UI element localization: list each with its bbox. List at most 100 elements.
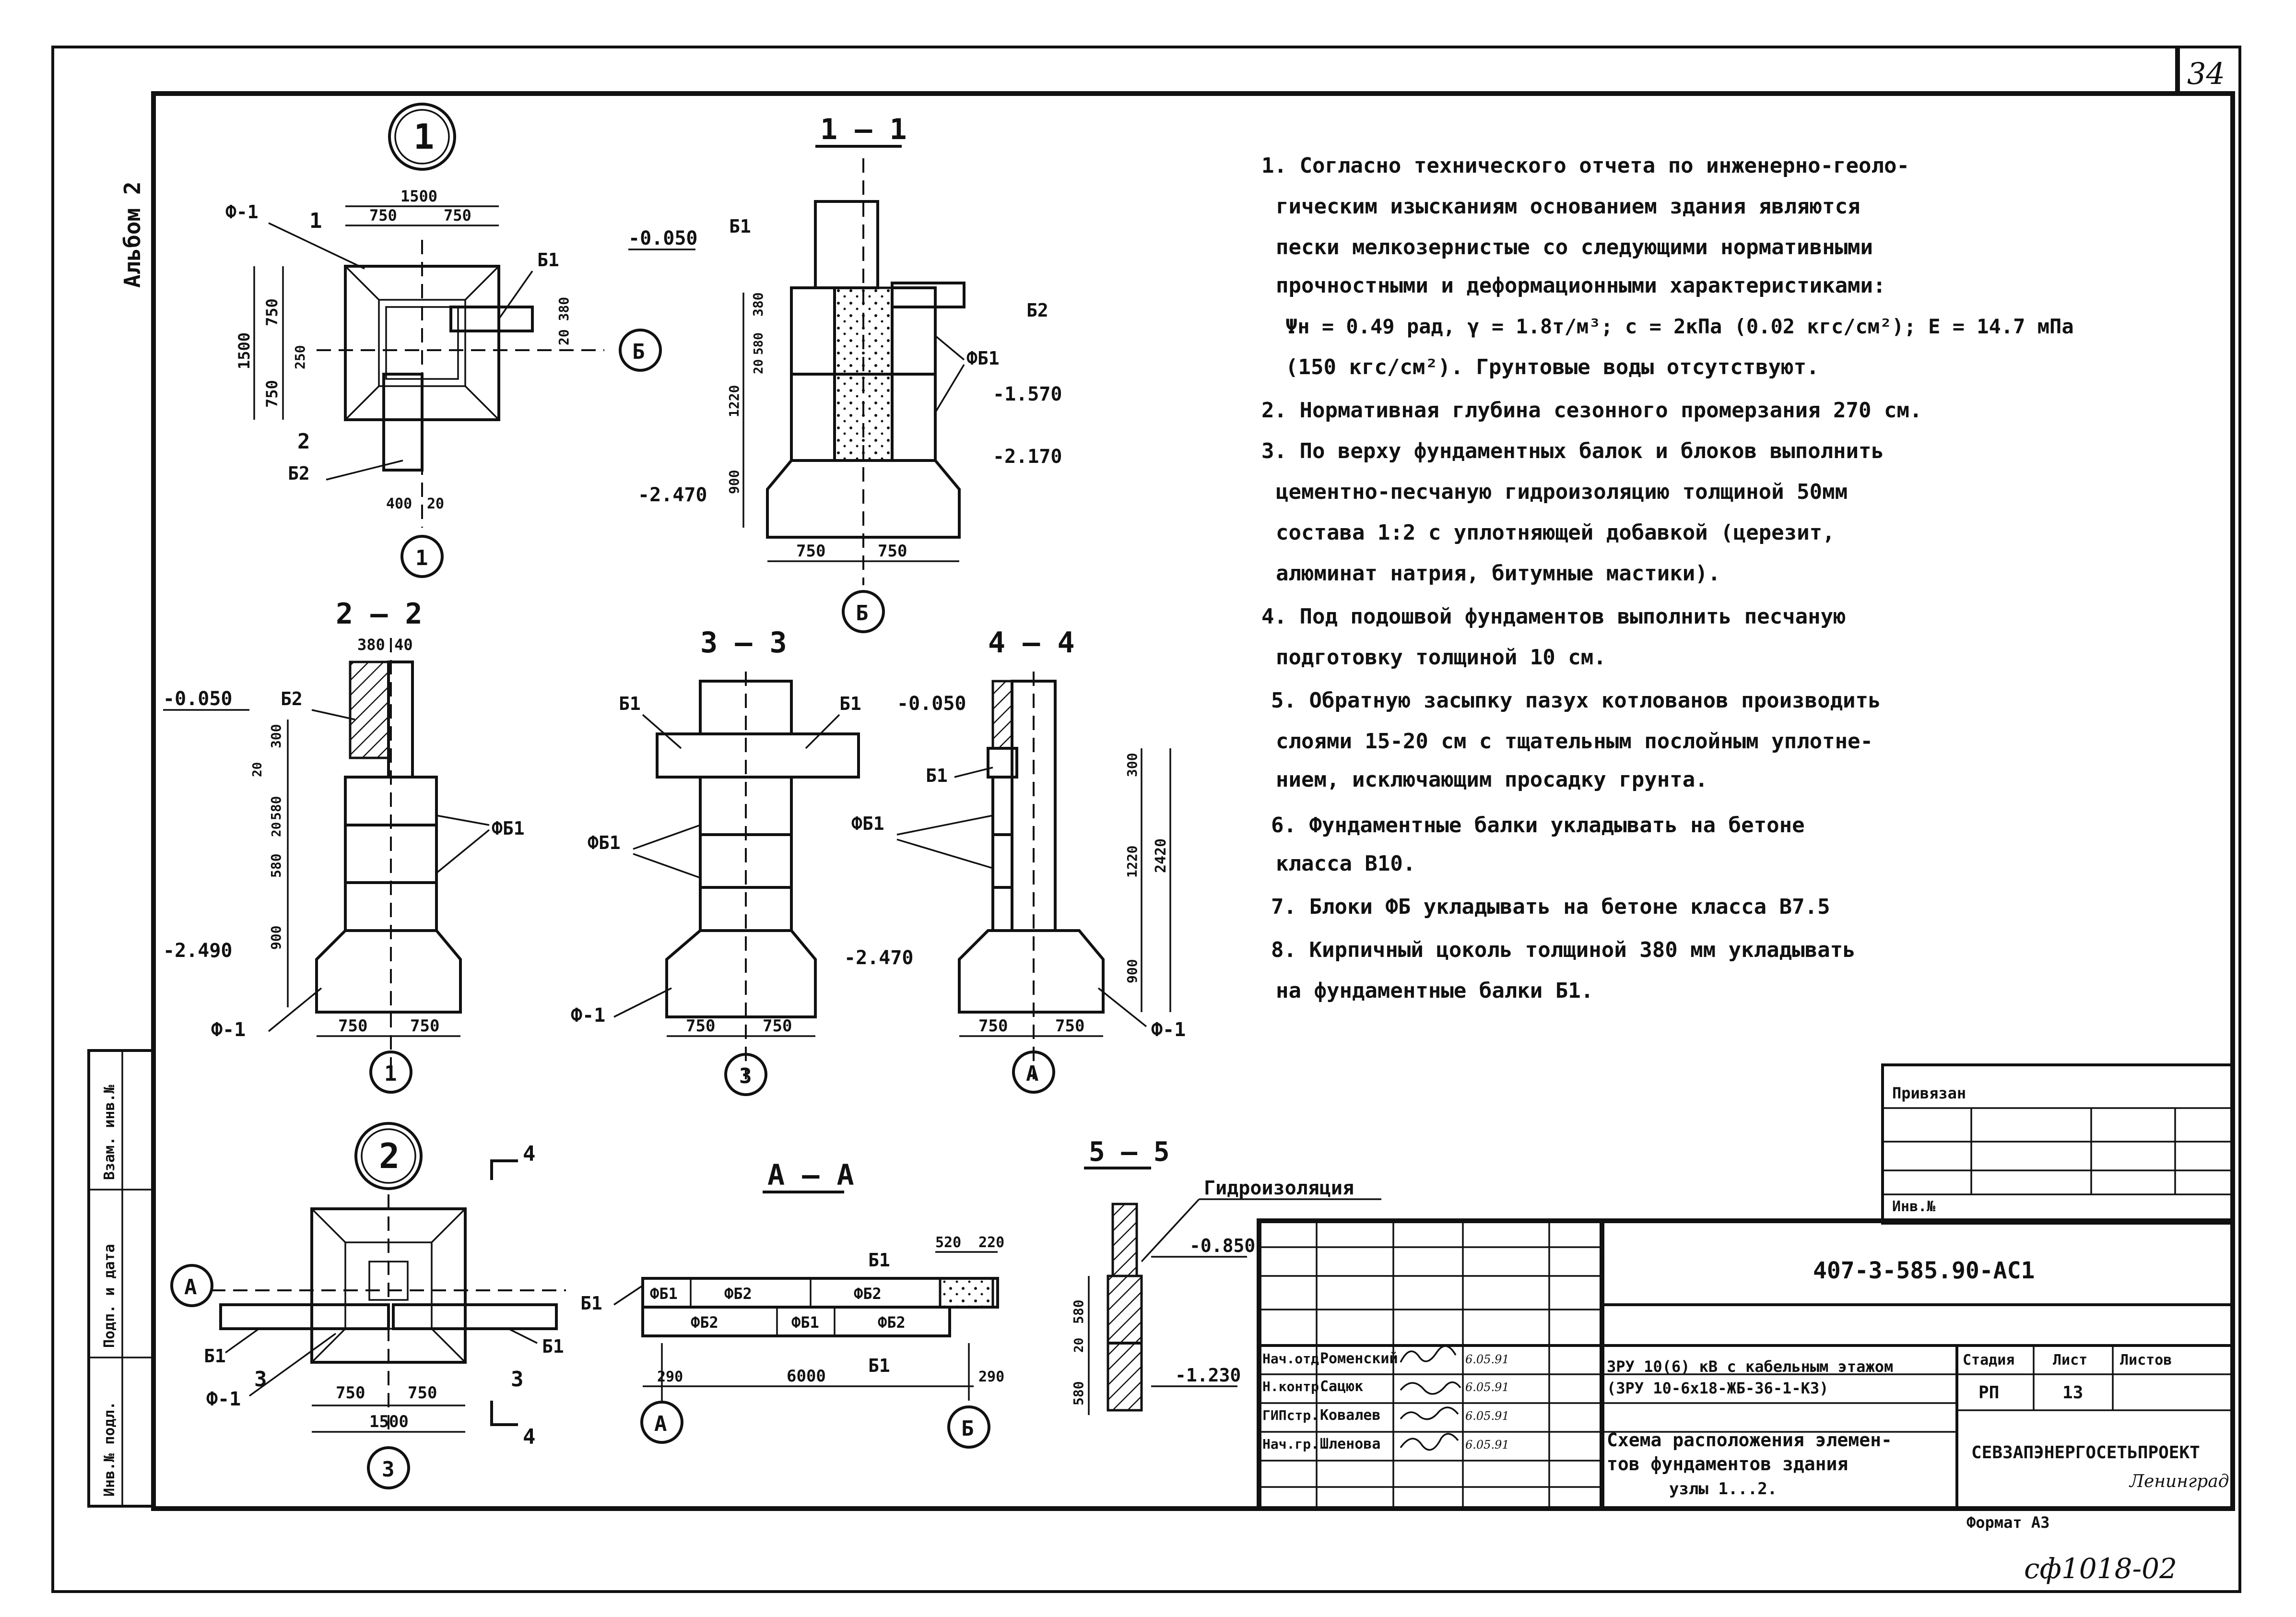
sec33-lvl: -2.470	[844, 947, 914, 969]
sec44-axis: А	[1026, 1062, 1039, 1086]
sec44-title: 4 — 4	[988, 626, 1075, 660]
page-number: 34	[2187, 56, 2225, 91]
note-line-7: 3. По верху фундаментных балок и блоков …	[1261, 439, 1884, 463]
plan-node-1: 1 1500 750 750 1500 750 750 250 20 380 4…	[225, 103, 662, 578]
secaa-fb1a: ФБ1	[650, 1285, 678, 1303]
sec11-d20: 20	[752, 359, 766, 374]
tb-title-3: узлы 1...2.	[1669, 1479, 1777, 1499]
sec44-f1: Ф-1	[1151, 1019, 1186, 1041]
node-1-marker: 1	[413, 117, 434, 157]
plan1-label-f1: Ф-1	[225, 201, 259, 223]
note-line-5: (150 кгс/см²). Грунтовые воды отсутствую…	[1285, 355, 1819, 379]
sec22-d20a: 20	[250, 762, 265, 777]
sec55-d580b: 580	[1071, 1381, 1086, 1405]
note-line-14: слоями 15-20 см с тщательным послойным у…	[1276, 729, 1873, 754]
sec22-fb1: ФБ1	[492, 818, 525, 839]
plan2-b1a: Б1	[204, 1346, 226, 1367]
sec44-d750b: 750	[1055, 1016, 1084, 1036]
plan1-axis-b: Б	[632, 340, 645, 364]
tb-title-1: Схема расположения элемен-	[1607, 1429, 1892, 1451]
note-line-4: Ψн = 0.49 рад, γ = 1.8т/м³; c = 2кПа (0.…	[1285, 315, 2074, 338]
secaa-b1top: Б1	[868, 1250, 890, 1271]
sec44-d900: 900	[1124, 959, 1140, 983]
handwritten-code: сф1018-02	[2024, 1552, 2177, 1585]
sec22-lvl1: -0.050	[163, 688, 233, 710]
plan2-cut4b: 4	[523, 1425, 536, 1449]
tb-privyazan: Привязан	[1892, 1084, 1966, 1102]
sec33-fb1: ФБ1	[588, 832, 621, 853]
node-2-marker: 2	[379, 1136, 400, 1176]
sec11-lvl4: -2.470	[638, 484, 707, 506]
note-line-19: 8. Кирпичный цоколь толщиной 380 мм укла…	[1271, 938, 1856, 962]
plan1-dim-hb: 750	[263, 380, 281, 408]
plan1-dim-b: 750	[444, 206, 471, 224]
sec11-fb1: ФБ1	[966, 348, 1000, 369]
signer-date-2: 6.05.91	[1465, 1409, 1509, 1423]
sec44-b1: Б1	[926, 765, 948, 786]
sec44-fb1: ФБ1	[851, 813, 884, 834]
secaa-d290a: 290	[657, 1369, 683, 1385]
plan1-cut1: 1	[309, 209, 322, 233]
sec33-f1: Ф-1	[571, 1004, 605, 1027]
signer-date-3: 6.05.91	[1465, 1438, 1509, 1452]
secaa-axis-b: Б	[961, 1416, 974, 1441]
sec22-d20b: 20	[270, 822, 284, 837]
note-line-9: состава 1:2 с уплотняющей добавкой (цере…	[1276, 520, 1835, 545]
signer-role-2: ГИПстр.	[1262, 1407, 1319, 1423]
sec33-b1b: Б1	[839, 693, 861, 714]
tb-sheet-header: Лист	[2053, 1352, 2087, 1369]
sec22-lvl2: -2.490	[163, 940, 233, 962]
sec22-d580b: 580	[268, 853, 284, 878]
plan2-d1500: 1500	[369, 1412, 409, 1431]
section-4-4: 4 — 4 -0.050 Б1 ФБ1 Ф-1 300 1220 900 242…	[851, 626, 1186, 1094]
plan2-axis-3: 3	[382, 1457, 395, 1482]
sec33-title: 3 — 3	[700, 626, 787, 660]
sec33-axis: 3	[739, 1064, 752, 1088]
sec44-d750a: 750	[978, 1016, 1008, 1036]
signature-scribbles	[1400, 1345, 1461, 1451]
signer-name-2: Ковалев	[1320, 1407, 1380, 1424]
sec11-d750a: 750	[796, 542, 825, 561]
tb-code: 407-3-585.90-АС1	[1813, 1257, 2035, 1284]
note-line-10: алюминат натрия, битумные мастики).	[1276, 561, 1720, 586]
secaa-fb2b: ФБ2	[854, 1285, 882, 1303]
plan2-d750a: 750	[336, 1383, 365, 1403]
signer-date-0: 6.05.91	[1465, 1353, 1509, 1366]
note-line-17: класса В10.	[1276, 851, 1415, 876]
plan1-dim-20: 20	[427, 496, 444, 512]
note-line-16: 6. Фундаментные балки укладывать на бето…	[1271, 813, 1805, 838]
format-label: Формат А3	[1966, 1513, 2049, 1532]
tb-project-2: (ЗРУ 10-6х18-ЖБ-36-1-КЗ)	[1607, 1379, 1828, 1397]
signer-name-1: Сацюк	[1320, 1378, 1363, 1395]
note-line-8: цементно-песчаную гидроизоляцию толщиной…	[1276, 480, 1848, 504]
stamp-inv-podl: Инв.№ подл.	[101, 1401, 118, 1497]
section-5-5: 5 — 5 Гидроизоляция -0.850 -1.230 580 20…	[1071, 1136, 1381, 1415]
plan2-axis-a: А	[184, 1275, 197, 1299]
section-a-a: А — А ФБ1 ФБ2 ФБ2 ФБ2 ФБ1 ФБ2 Б1 Б1 Б1 5…	[580, 1158, 1004, 1449]
section-2-2: 2 — 2 380 40 -0.050 -2.490 Б2 ФБ1 Ф-1 30…	[163, 597, 525, 1094]
sec11-d750b: 750	[878, 542, 907, 561]
secaa-d290b: 290	[978, 1369, 1004, 1385]
sec22-b2: Б2	[281, 688, 303, 709]
secaa-b1a: Б1	[580, 1293, 602, 1314]
plan2-cut4a: 4	[523, 1142, 536, 1166]
note-line-15: нием, исключающим просадку грунта.	[1276, 767, 1708, 792]
secaa-d520: 520	[935, 1234, 961, 1251]
signer-role-0: Нач.отд.	[1262, 1351, 1327, 1367]
plan1-dim-250: 250	[292, 345, 308, 369]
signer-date-1: 6.05.91	[1465, 1381, 1509, 1394]
note-line-18: 7. Блоки ФБ укладывать на бетоне класса …	[1271, 895, 1830, 919]
stamp-vzam-inv: Взам. инв.№	[101, 1084, 118, 1180]
plan1-label-b2: Б2	[288, 463, 310, 484]
tb-stage-header: Стадия	[1963, 1352, 2014, 1369]
sec22-d750b: 750	[410, 1016, 439, 1036]
sec55-d580a: 580	[1071, 1299, 1086, 1324]
tb-inv-no: Инв.№	[1892, 1198, 1936, 1215]
sec33-d750b: 750	[763, 1016, 792, 1036]
plan-node-2: 2 А Б1 Б1 Ф-1 750 750 1500 3 3 3 4 4	[170, 1122, 566, 1489]
sec44-d300: 300	[1124, 753, 1140, 777]
sec22-top: 380 40	[357, 636, 413, 654]
sec22-d900: 900	[268, 925, 284, 950]
section-1-1: 1 — 1 -0.050 -1.570 -2.170 -2.470 Б1 Б2 …	[628, 113, 1062, 633]
